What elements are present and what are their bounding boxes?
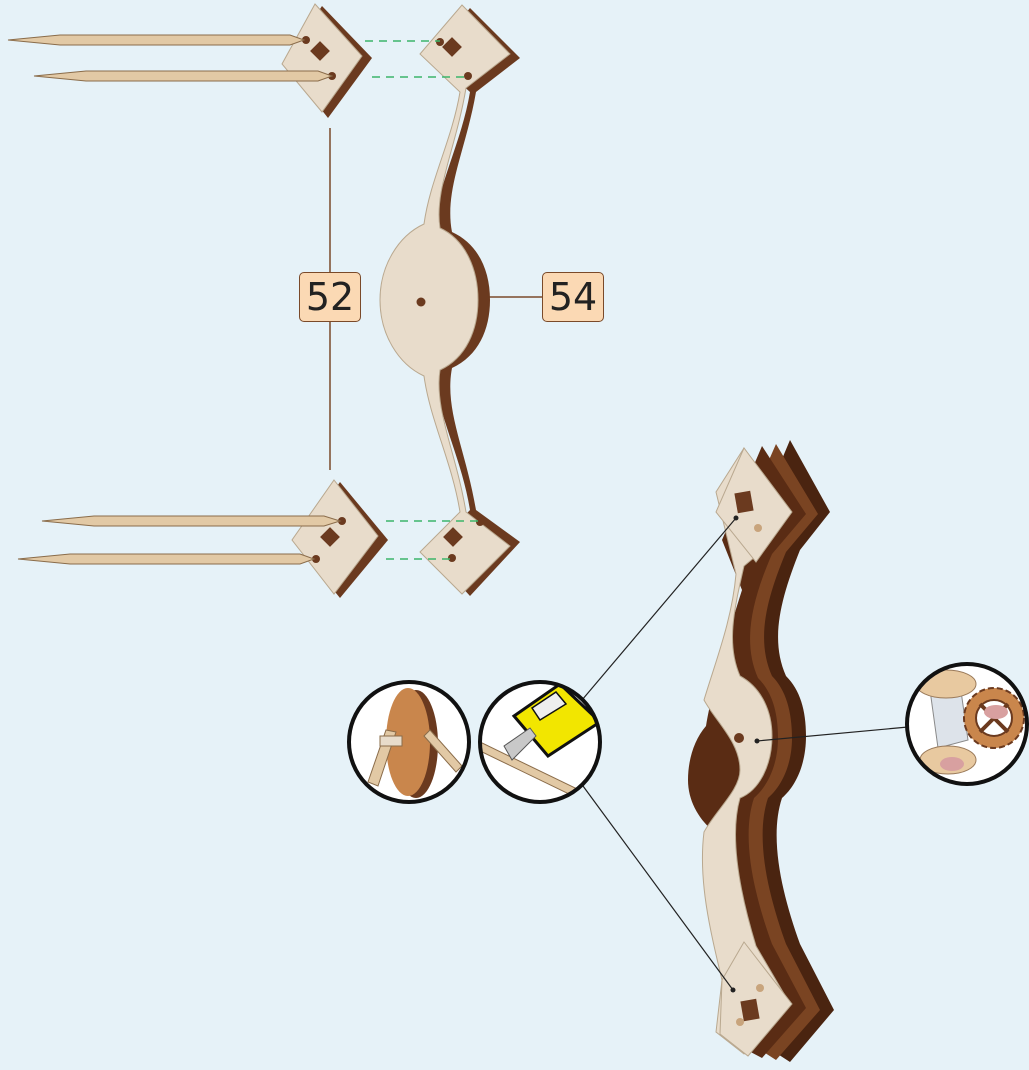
callout-lines	[581, 517, 909, 991]
skewer	[41, 515, 342, 527]
top-assembly	[7, 3, 542, 598]
skewer	[33, 70, 334, 82]
skewer	[17, 553, 316, 565]
part-label-54: 54	[542, 272, 604, 322]
part-52-bottom-block	[291, 479, 388, 598]
skewer-sticks	[7, 34, 342, 565]
part-52-top-block	[281, 3, 372, 118]
alignment-guides	[365, 40, 478, 560]
skewer	[7, 34, 306, 46]
bottom-assembly	[347, 440, 1029, 1062]
layered-arch	[688, 440, 834, 1062]
round-disc-detail	[347, 680, 471, 804]
arch-part-54	[379, 4, 520, 596]
gear-glue-detail	[905, 662, 1029, 786]
part-label-52: 52	[299, 272, 361, 322]
utility-knife-trim-detail	[478, 680, 602, 804]
